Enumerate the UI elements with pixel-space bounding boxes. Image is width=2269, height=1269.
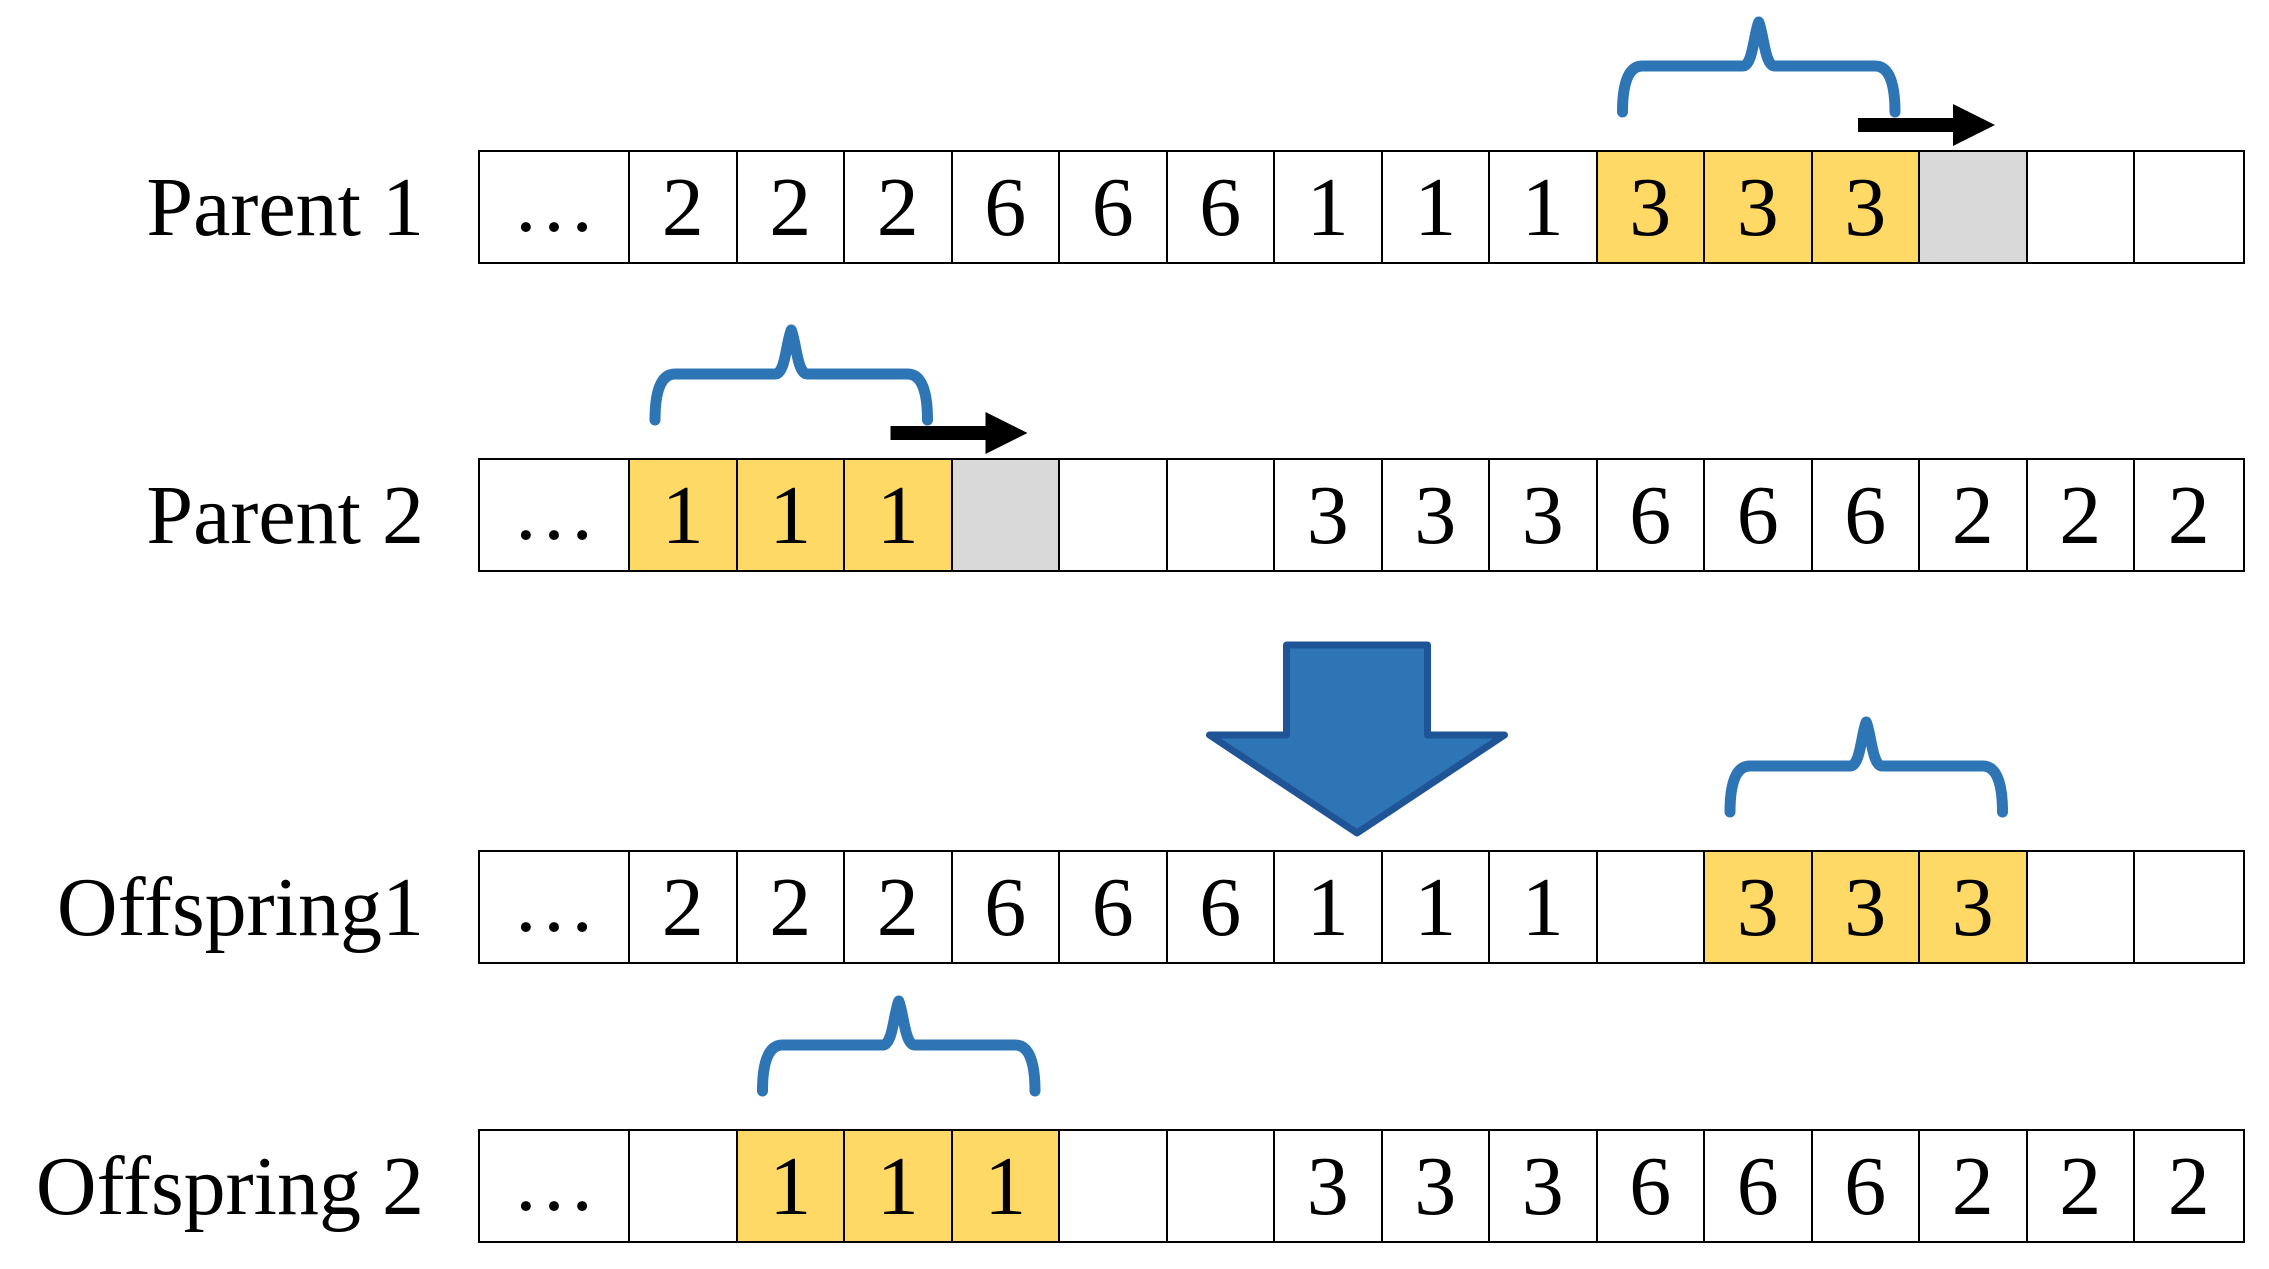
cell	[2135, 852, 2243, 962]
cell	[1060, 460, 1168, 570]
cell: 3	[1275, 1131, 1383, 1241]
cell-highlighted: 3	[1812, 852, 1920, 962]
cell-ellipsis: …	[480, 152, 630, 262]
cell: 2	[737, 852, 845, 962]
cell	[1597, 852, 1705, 962]
crossover-arrow-icon	[1206, 641, 1508, 837]
cell: 6	[1167, 852, 1275, 962]
shift-arrow-icon	[1858, 104, 1995, 146]
cell-highlighted: 3	[1705, 852, 1813, 962]
cell-highlighted: 3	[1597, 152, 1705, 262]
cell: 2	[630, 852, 738, 962]
cell: 2	[2027, 1131, 2135, 1241]
cell-highlighted: 1	[952, 1131, 1060, 1241]
cell: 6	[1812, 1131, 1920, 1241]
cell: 3	[1275, 460, 1383, 570]
cell-highlighted: 3	[1920, 852, 2028, 962]
cell-shift-target	[952, 460, 1060, 570]
cell	[630, 1131, 738, 1241]
cell: 6	[1060, 152, 1168, 262]
cell-highlighted: 1	[737, 1131, 845, 1241]
cell: 2	[1920, 460, 2028, 570]
selection-brace-icon	[1617, 16, 1901, 118]
cell: 6	[1597, 460, 1705, 570]
cell: 2	[630, 152, 738, 262]
cell: 1	[1382, 152, 1490, 262]
cell: 2	[845, 852, 953, 962]
cell-ellipsis: …	[480, 852, 630, 962]
cell: 2	[845, 152, 953, 262]
cell: 2	[2135, 1131, 2243, 1241]
selection-brace-icon	[1724, 716, 2008, 818]
cell-highlighted: 3	[1812, 152, 1920, 262]
cell	[1167, 1131, 1275, 1241]
cell: 2	[2135, 460, 2243, 570]
cell-highlighted: 3	[1705, 152, 1813, 262]
cell: 1	[1382, 852, 1490, 962]
cell: 2	[737, 152, 845, 262]
cell: 3	[1490, 460, 1598, 570]
cell-ellipsis: …	[480, 1131, 630, 1241]
cell: 1	[1490, 852, 1598, 962]
row-label: Parent 2	[146, 468, 424, 562]
cell	[1060, 1131, 1168, 1241]
cell: 1	[1275, 152, 1383, 262]
row-label: Offspring1	[56, 860, 424, 954]
cell	[2027, 852, 2135, 962]
cell-highlighted: 1	[630, 460, 738, 570]
cell: 2	[2027, 460, 2135, 570]
cell: 6	[1167, 152, 1275, 262]
cell-ellipsis: …	[480, 460, 630, 570]
cell	[2135, 152, 2243, 262]
cell: 6	[952, 852, 1060, 962]
row-label: Parent 1	[146, 160, 424, 254]
cell: 3	[1382, 460, 1490, 570]
row-label: Offspring 2	[35, 1139, 424, 1233]
cell: 6	[952, 152, 1060, 262]
cell-highlighted: 1	[737, 460, 845, 570]
cell: 3	[1382, 1131, 1490, 1241]
cell: 1	[1490, 152, 1598, 262]
cell: 6	[1705, 1131, 1813, 1241]
cell-highlighted: 1	[845, 460, 953, 570]
selection-brace-icon	[757, 995, 1041, 1097]
cell: 6	[1812, 460, 1920, 570]
cell	[1167, 460, 1275, 570]
cell	[2027, 152, 2135, 262]
cell: 2	[1920, 1131, 2028, 1241]
selection-brace-icon	[649, 324, 933, 426]
shift-arrow-icon	[890, 412, 1028, 454]
cell: 6	[1060, 852, 1168, 962]
cell: 6	[1705, 460, 1813, 570]
cell: 1	[1275, 852, 1383, 962]
cell-shift-target	[1920, 152, 2028, 262]
cell: 6	[1597, 1131, 1705, 1241]
cell-highlighted: 1	[845, 1131, 953, 1241]
cell: 3	[1490, 1131, 1598, 1241]
